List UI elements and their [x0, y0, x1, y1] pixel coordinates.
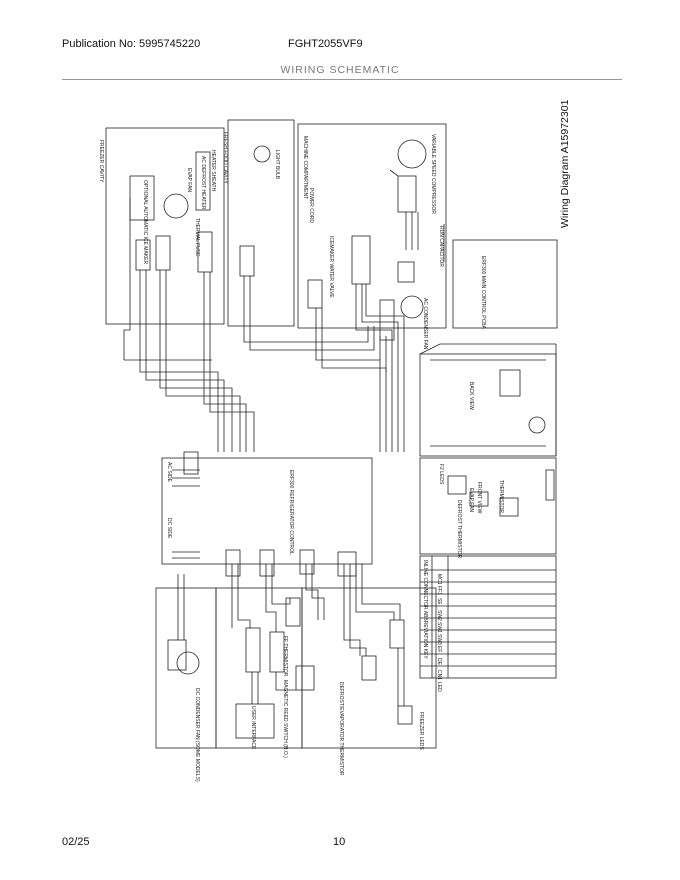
defrost-evap-thermistor-label: DEFROST/EVAPORATOR THERMISTOR — [338, 682, 344, 776]
abbreviation-code: MC1 — [436, 574, 442, 585]
control-board-box — [161, 457, 373, 565]
run-capacitor-label: RUN CAPACITOR — [438, 226, 444, 267]
user-interface-box — [235, 703, 275, 739]
power-cord-label: POWER CORD — [308, 188, 314, 223]
user-interface-label: USER INTERFACE — [250, 706, 256, 750]
evap-fan-symbol — [163, 193, 189, 219]
abbreviation-code: FF1 — [436, 586, 442, 595]
fresh-food-cavity-label: FRESH FOOD CAVITY — [222, 132, 228, 185]
header-divider — [62, 79, 622, 80]
ac-condenser-fan-symbol — [400, 295, 424, 319]
freezer-leds-label: FREEZER LEDS — [418, 712, 424, 750]
ice-maker-label: OPTIONAL AUTOMATIC ICE MAKER — [142, 180, 148, 264]
page-number: 10 — [333, 836, 346, 848]
model-number: FGHT2055VF9 — [288, 38, 363, 50]
back-view-label: BACK VIEW — [468, 382, 474, 410]
machine-compartment-box — [297, 123, 447, 329]
page-title: WIRING SCHEMATIC — [280, 64, 400, 76]
freezer-bottom-box — [301, 587, 437, 749]
dc-condenser-fan-label: DC CONDENSER FAN (SOME MODELS) — [194, 688, 200, 782]
heater-sheath-label: HEATER SHEATH — [210, 150, 216, 192]
main-pcba-box — [452, 239, 558, 329]
freezer-cavity-label: FREEZER CAVITY — [98, 140, 104, 183]
abbreviation-code: SW2 — [436, 610, 442, 621]
evap-fan-label: EVAP FAN — [186, 168, 192, 192]
control-board-label: ERF300 REFRIGERATOR CONTROL — [288, 470, 294, 555]
wiring-diagram-id: Wiring Diagram A15972301 — [559, 99, 571, 228]
f2-leds-label: F2 LEDS — [438, 464, 444, 485]
front-view-box — [419, 457, 557, 555]
abbreviation-code: SE — [436, 598, 442, 605]
defrost-thermistor-label: DEFROST THERMISTOR — [456, 500, 462, 558]
abbreviation-code: SW1 — [436, 622, 442, 633]
dc-condenser-fan-symbol — [176, 651, 200, 675]
machine-compartment-label: MACHINE COMPARTMENT — [302, 136, 308, 199]
condenser-fan-back-view — [528, 416, 546, 434]
abbreviation-code: CN1 — [436, 670, 442, 680]
dc-side-label: DC SIDE — [166, 518, 172, 539]
abbreviation-code: LED — [436, 682, 442, 692]
front-view-label: FRONT VIEW — [476, 482, 482, 514]
abbreviation-code: DE — [436, 658, 442, 666]
light-bulb-symbol — [253, 145, 271, 163]
abbreviation-code: SW3 — [436, 634, 442, 645]
back-view-box — [419, 353, 557, 457]
ac-condenser-fan-label: AC CONDENSER FAN — [422, 298, 428, 350]
fresh-food-bottom-box — [215, 587, 303, 749]
ff-thermistor-label: FF THERMISTOR — [282, 636, 288, 677]
reed-switch-label: MAGNETIC REED SWITCH (N.O.) — [282, 680, 288, 758]
light-bulb-label: LIGHT BULB — [274, 150, 280, 180]
abbreviation-key-title: INLINE CONNECTOR ABBREVIATION KEY — [422, 560, 428, 659]
abbreviation-key-box — [419, 555, 557, 679]
freezer-cavity-box — [105, 127, 225, 325]
compressor-symbol — [397, 139, 427, 169]
main-pcba-label: ERF300 MAIN CONTROL PCBA — [480, 256, 486, 330]
evap-fan-small-label: EVAP FAN — [468, 488, 474, 512]
abbreviation-code: EF — [436, 646, 442, 652]
ac-side-label: AC SIDE — [166, 462, 172, 483]
thermistor-label: THERMISTOR — [498, 480, 504, 513]
publication-number: Publication No: 5995745220 — [62, 38, 201, 50]
footer-date: 02/25 — [62, 836, 90, 848]
compressor-label: VARIABLE SPEED COMPRESSOR — [430, 134, 436, 214]
defrost-heater-label: AC DEFROST HEATER — [200, 156, 206, 210]
thermal-fuse-label: THERMAL FUSE — [194, 218, 200, 257]
icemaker-valve-label: ICEMAKER WATER VALVE — [328, 236, 334, 298]
fresh-food-cavity-box — [227, 119, 295, 327]
